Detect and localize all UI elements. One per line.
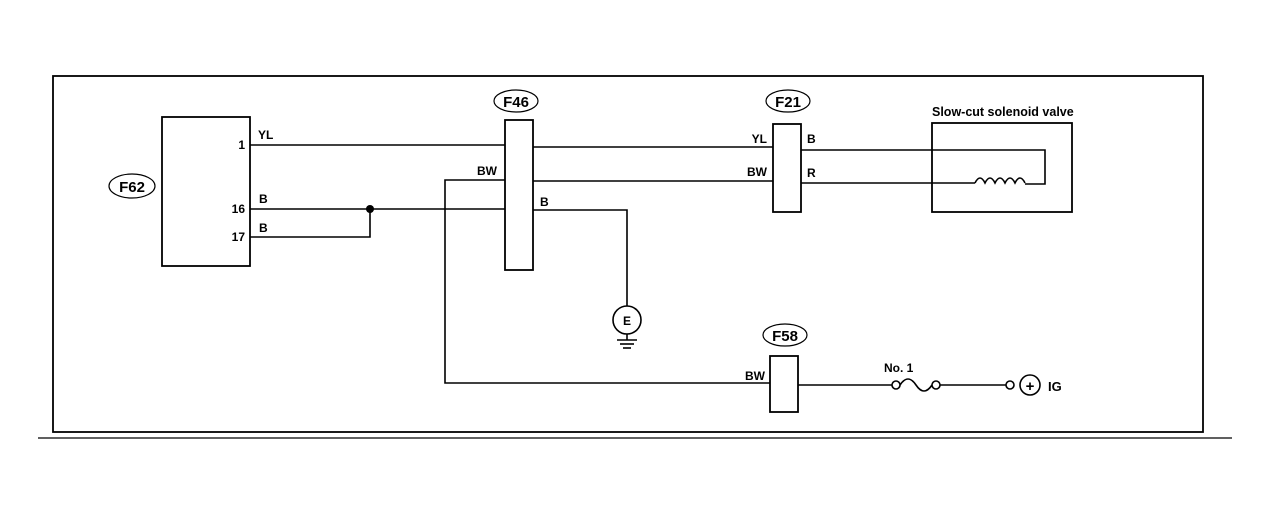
connector-f46-box <box>504 119 534 271</box>
fuse-label: No. 1 <box>884 361 914 375</box>
ecu-pin-17: 17 <box>232 230 246 244</box>
ig-terminal <box>1005 380 1015 390</box>
connector-f21-box <box>772 123 802 213</box>
wire-label-bw-f21-left: BW <box>747 165 768 179</box>
connector-f58-tag: F58 <box>772 328 798 345</box>
ground-icon <box>617 339 637 349</box>
wire-label-b-f46-right: B <box>540 195 549 209</box>
wire-label-yl-ecu: YL <box>258 128 273 142</box>
wire-bw-f46-f58 <box>444 179 770 384</box>
ecu-box <box>161 116 251 267</box>
plus-icon <box>1019 374 1041 396</box>
wire-b-pin17 <box>250 209 371 238</box>
fuse-icon <box>891 378 941 392</box>
wire-label-b-pin17: B <box>259 221 268 235</box>
ecu-pin-16: 16 <box>232 202 246 216</box>
ground-label: E <box>623 314 631 328</box>
connector-f21-tag-oval <box>765 89 811 113</box>
wire-label-yl-f21-left: YL <box>752 132 767 146</box>
connector-f46-tag: F46 <box>503 94 529 111</box>
wire-label-r-f21-right: R <box>807 166 816 180</box>
wire-label-bw-f46-left: BW <box>477 164 498 178</box>
ecu-tag-oval <box>108 173 156 199</box>
ecu-pin-1: 1 <box>238 138 245 152</box>
connector-f58-tag-oval <box>762 323 808 347</box>
diagram-frame <box>52 75 1204 433</box>
ecu-tag: F62 <box>119 179 145 196</box>
wire-b-f46-ground <box>533 209 628 306</box>
ig-label: IG <box>1048 379 1062 394</box>
connector-f58-box <box>769 355 799 413</box>
wire-junction-dot <box>366 205 374 213</box>
solenoid-coil-icon <box>974 177 1026 185</box>
connector-f46-tag-oval <box>493 89 539 113</box>
wire-label-b-f21-right: B <box>807 132 816 146</box>
solenoid-title: Slow-cut solenoid valve <box>932 105 1074 119</box>
solenoid-box <box>931 122 1073 213</box>
wire-label-bw-f58: BW <box>745 369 766 383</box>
ig-plus-symbol: + <box>1026 378 1035 395</box>
connector-f21-tag: F21 <box>775 94 801 111</box>
wire-b-f21-solenoid <box>801 149 1046 185</box>
wire-label-b-pin16: B <box>259 192 268 206</box>
